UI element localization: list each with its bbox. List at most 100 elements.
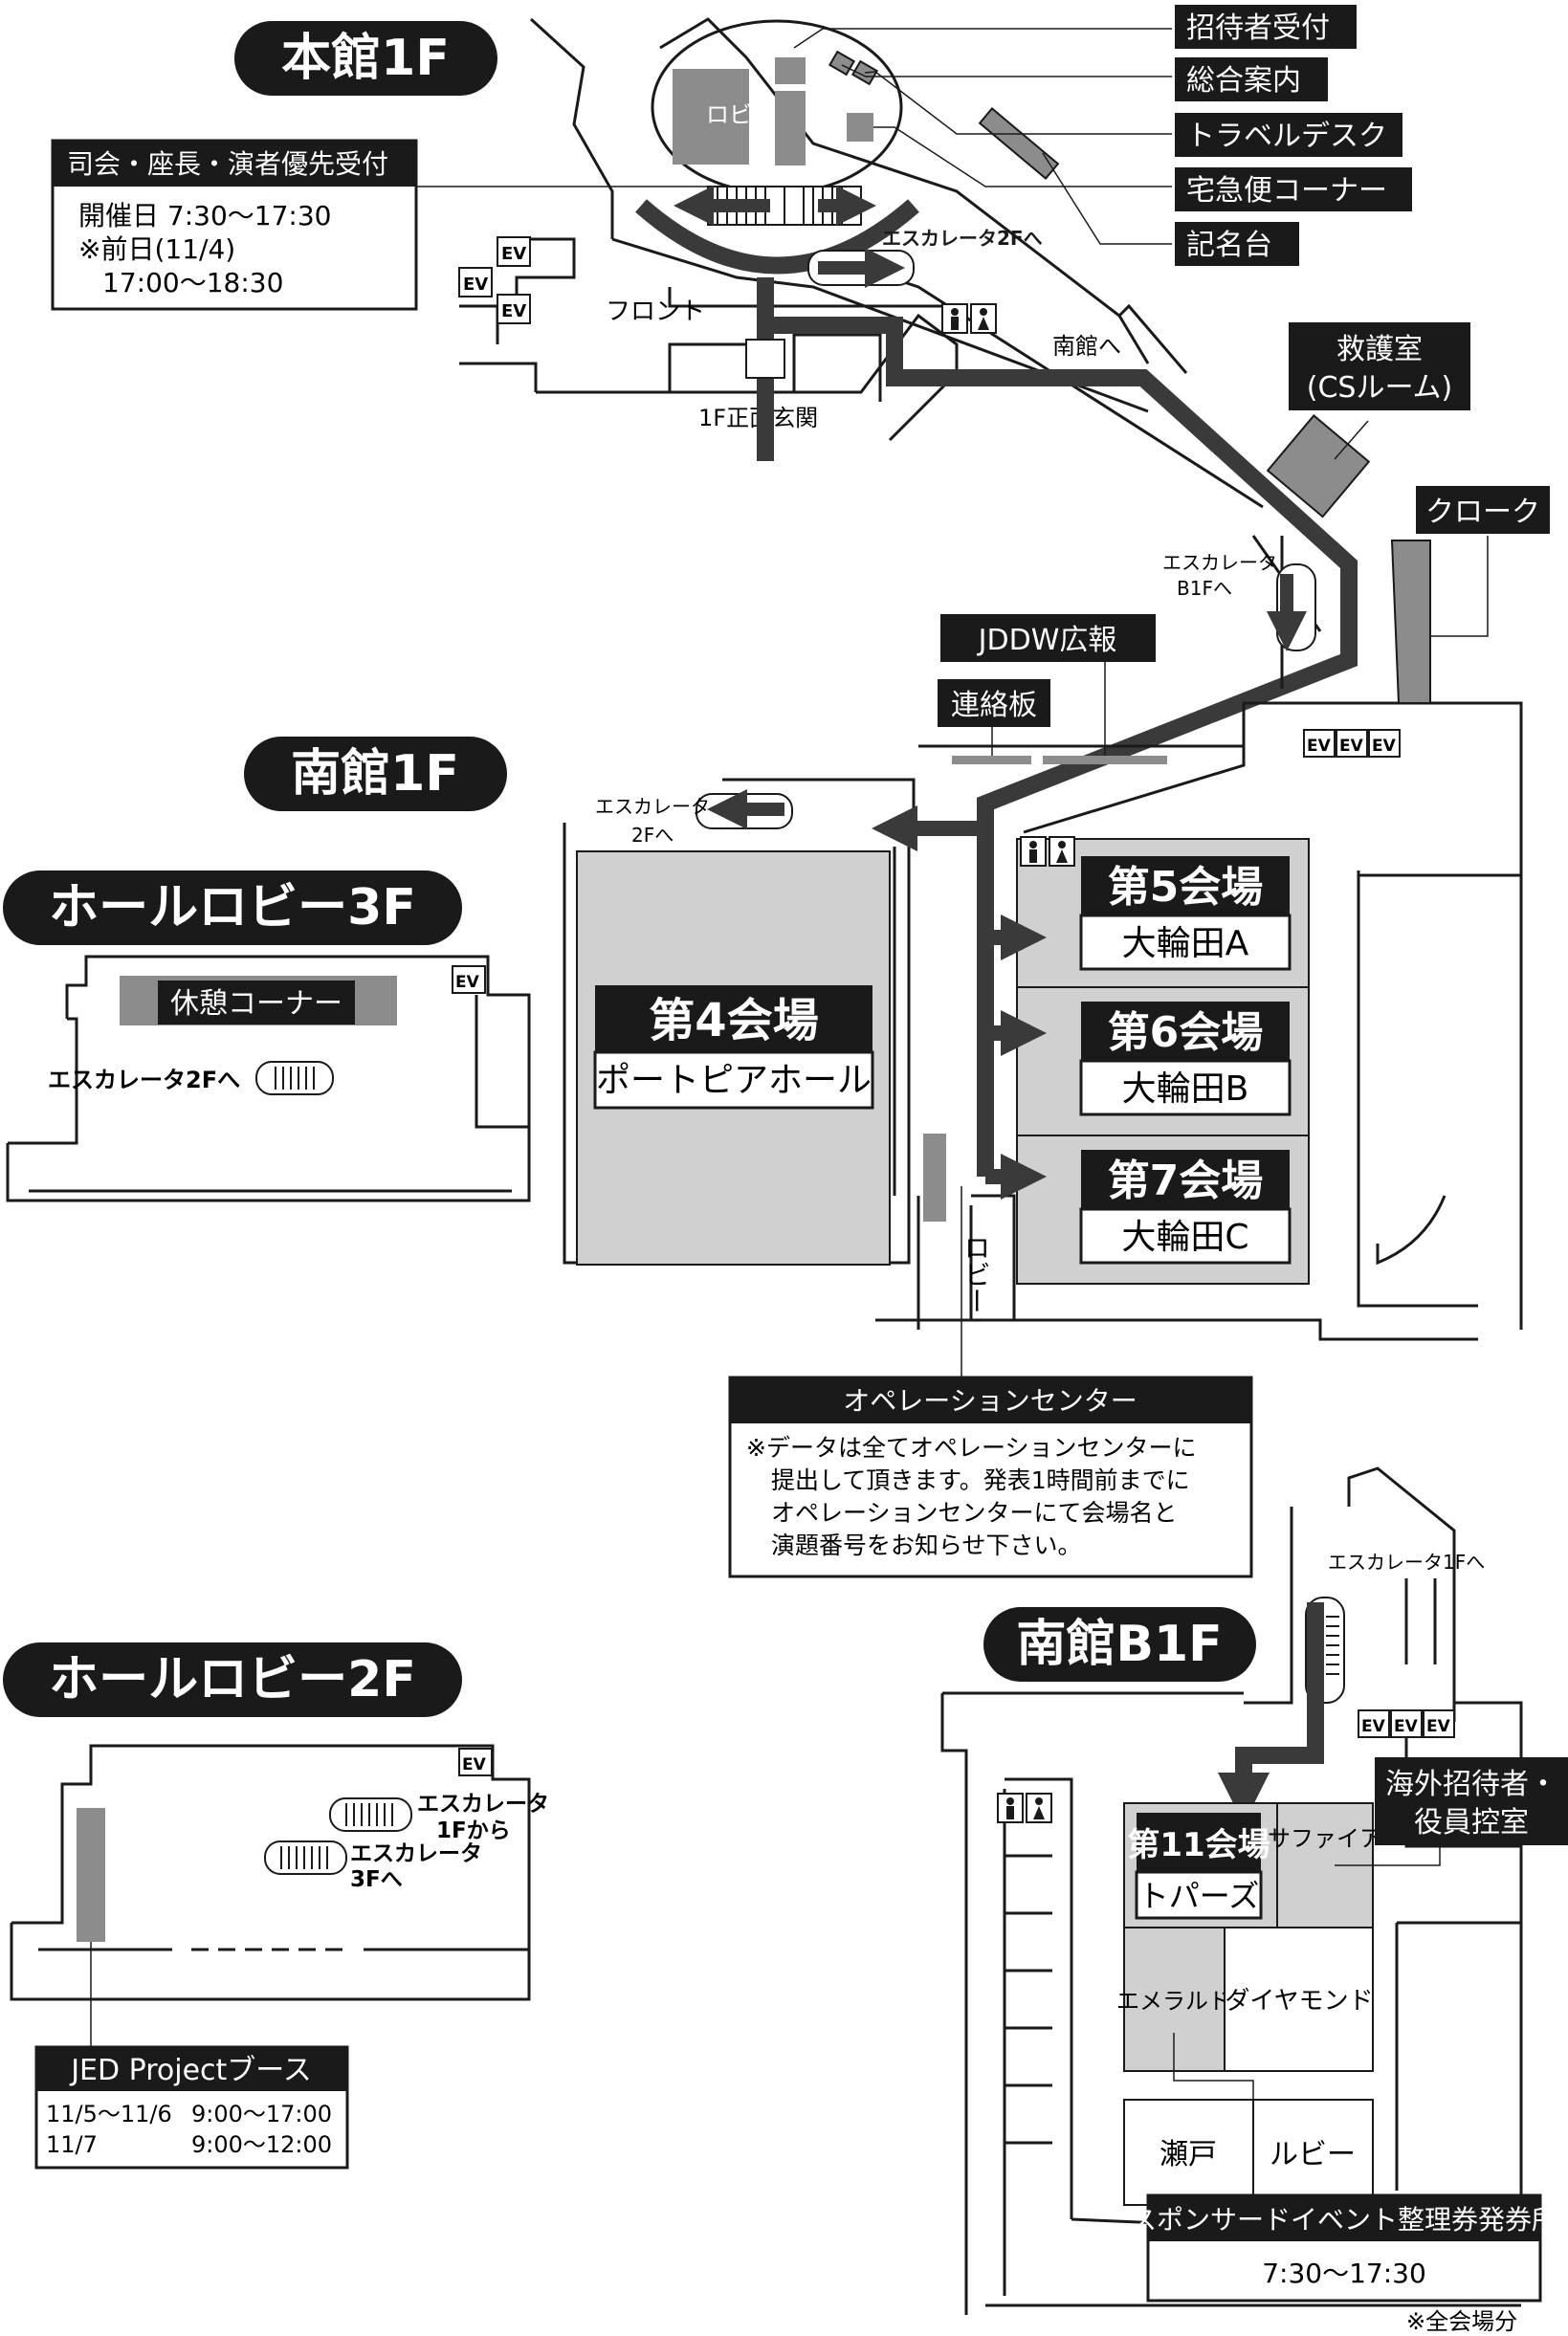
travel-desk-callout: トラベルデスク: [1175, 113, 1402, 157]
front-desk-label: フロント: [606, 298, 705, 326]
seto-label: 瀬戸: [1159, 2138, 1217, 2171]
svg-text:大輪田A: 大輪田A: [1122, 924, 1249, 963]
svg-text:第5会場: 第5会場: [1108, 863, 1264, 912]
rotunda-route: [635, 199, 919, 275]
minamikan-ev-group: EV EV EV: [1303, 729, 1401, 758]
b1f-route: [1218, 1602, 1324, 1824]
b1f-area: [940, 1466, 1523, 2315]
ops-center-block: [923, 1134, 946, 1222]
board-block: [952, 756, 1031, 764]
vip-room-callout: 海外招待者・ 役員控室: [1375, 1757, 1568, 1845]
lobby-block: [673, 69, 749, 165]
lobby2f-esc-to-label-2: 3Fへ: [350, 1867, 403, 1892]
jed-booth-block: [77, 1808, 105, 1942]
sapphire-label: サファイア: [1268, 1825, 1382, 1852]
svg-text:海外招待者・: 海外招待者・: [1385, 1768, 1557, 1801]
emerald-label: エメラルド: [1116, 1988, 1231, 2015]
svg-text:本館1F: 本館1F: [281, 30, 450, 87]
lobby2f-ev-label: EV: [462, 1755, 487, 1774]
escalator-2f-label: エスカレータ2Fへ: [882, 227, 1043, 250]
escalator-2f-south-label-2: 2Fへ: [631, 824, 674, 847]
section-pill-b1f: 南館B1F: [983, 1607, 1256, 1682]
hall-7-label: 第7会場 大輪田C: [1079, 1150, 1292, 1265]
jddw-block: [1043, 756, 1167, 764]
south-lobby-label: ロビー: [961, 1234, 992, 1314]
small-desk-1: [828, 50, 856, 77]
signing-callout: 記名台: [1175, 222, 1299, 266]
lobby2f-esc-to-label-1: エスカレータ: [350, 1841, 482, 1866]
svg-text:総合案内: 総合案内: [1186, 64, 1301, 98]
svg-text:第7会場: 第7会場: [1108, 1157, 1264, 1205]
lobby2f-escalator-from-1f: [329, 1797, 412, 1832]
svg-text:開催日 7:30〜17:30: 開催日 7:30〜17:30: [78, 200, 331, 231]
sponsor-leader: [1173, 2033, 1254, 2195]
lobby2f-esc-from-label-1: エスカレータ: [417, 1792, 549, 1817]
b1f-ev-group: EV EV EV: [1358, 1709, 1455, 1738]
lobby3f-ev: [452, 965, 486, 994]
chair-reception-box: 司会・座長・演者優先受付 開催日 7:30〜17:30 ※前日(11/4) 17…: [51, 139, 418, 311]
rest-corner-label: 休憩コーナー: [158, 981, 355, 1025]
sponsor-box: スポンサードイベント整理券発券所 7:30〜17:30: [1130, 2193, 1558, 2303]
svg-text:救護室: 救護室: [1336, 333, 1423, 366]
vip-leader: [1335, 1841, 1441, 1866]
delivery-block: [978, 107, 1060, 180]
lobby3f-ev-label: EV: [455, 973, 480, 992]
escalator-2f-south-label-1: エスカレータ: [595, 795, 710, 818]
lobby3f-escalator-label: エスカレータ2Fへ: [48, 1067, 240, 1093]
section-pill-minamikan1f: 南館1F: [244, 737, 507, 811]
svg-text:第6会場: 第6会場: [1108, 1008, 1264, 1057]
section-pill-lobby3f: ホールロビー3F: [3, 870, 462, 945]
svg-text:JED Projectブース: JED Projectブース: [69, 2054, 312, 2087]
svg-text:記名台: 記名台: [1186, 229, 1272, 262]
svg-text:ホールロビー3F: ホールロビー3F: [49, 879, 416, 937]
first-aid-block: [1266, 414, 1371, 518]
svg-text:ホールロビー2F: ホールロビー2F: [49, 1651, 416, 1708]
entrance-door: [745, 339, 785, 379]
svg-text:11/7: 11/7: [46, 2131, 98, 2158]
svg-text:第4会場: 第4会場: [649, 994, 818, 1047]
section-pill-lobby2f: ホールロビー2F: [3, 1642, 462, 1717]
lobby2f-escalator-steps: [280, 1803, 393, 1869]
hall-6-label: 第6会場 大輪田B: [1079, 1002, 1292, 1116]
svg-text:EV: EV: [463, 275, 488, 295]
escalator-b1f-label-1: エスカレータ: [1162, 551, 1277, 574]
diamond-room: [1224, 1927, 1374, 2072]
svg-text:南館1F: 南館1F: [291, 745, 459, 803]
board-callout: 連絡板: [938, 679, 1050, 727]
guest-reception-callout: 招待者受付: [1175, 5, 1357, 49]
svg-text:※前日(11/4): ※前日(11/4): [78, 233, 235, 265]
svg-text:EV: EV: [1372, 737, 1397, 756]
svg-text:7:30〜17:30: 7:30〜17:30: [1262, 2258, 1426, 2289]
svg-text:EV: EV: [1394, 1717, 1419, 1736]
to-south-label: 南館へ: [1052, 333, 1121, 360]
svg-text:トパーズ: トパーズ: [1138, 1878, 1259, 1914]
first-aid-leader: [1334, 420, 1369, 460]
svg-text:宅急便コーナー: 宅急便コーナー: [1186, 174, 1387, 208]
svg-text:クローク: クローク: [1425, 496, 1540, 529]
svg-text:大輪田B: 大輪田B: [1122, 1069, 1249, 1109]
lobby2f-esc-from-label-2: 1Fから: [436, 1818, 511, 1843]
svg-text:9:00〜17:00: 9:00〜17:00: [191, 2101, 332, 2127]
svg-text:トラベルデスク: トラベルデスク: [1186, 120, 1387, 153]
svg-text:演題番号をお知らせ下さい。: 演題番号をお知らせ下さい。: [771, 1532, 1082, 1559]
lobby-3f-area: [6, 955, 531, 1202]
toilet-icon-honkan: [941, 303, 997, 334]
cloak-callout: クローク: [1416, 486, 1550, 534]
escalator-b1f-label-2: B1Fへ: [1177, 577, 1232, 600]
hall-11-label: 第11会場 トパーズ: [1127, 1813, 1270, 1920]
diamond-label: ダイヤモンド: [1225, 1987, 1373, 2016]
svg-text:ポートピアホール: ポートピアホール: [596, 1061, 872, 1100]
travel-desk-block: [847, 113, 873, 142]
honkan-lobby-label: ロビー: [706, 101, 775, 128]
honkan-ev-group: EV EV EV: [458, 236, 531, 324]
svg-text:役員控室: 役員控室: [1414, 1806, 1529, 1840]
svg-text:EV: EV: [501, 244, 526, 264]
svg-text:JDDW広報: JDDW広報: [977, 624, 1117, 657]
svg-text:11/5〜11/6: 11/5〜11/6: [46, 2101, 172, 2127]
svg-text:スポンサードイベント整理券発券所: スポンサードイベント整理券発券所: [1130, 2204, 1558, 2236]
lobby3f-escalator-steps: [275, 1067, 315, 1090]
lobby2f-ev: [458, 1748, 493, 1776]
svg-text:9:00〜12:00: 9:00〜12:00: [191, 2131, 332, 2158]
cloak-leader: [1430, 536, 1489, 637]
